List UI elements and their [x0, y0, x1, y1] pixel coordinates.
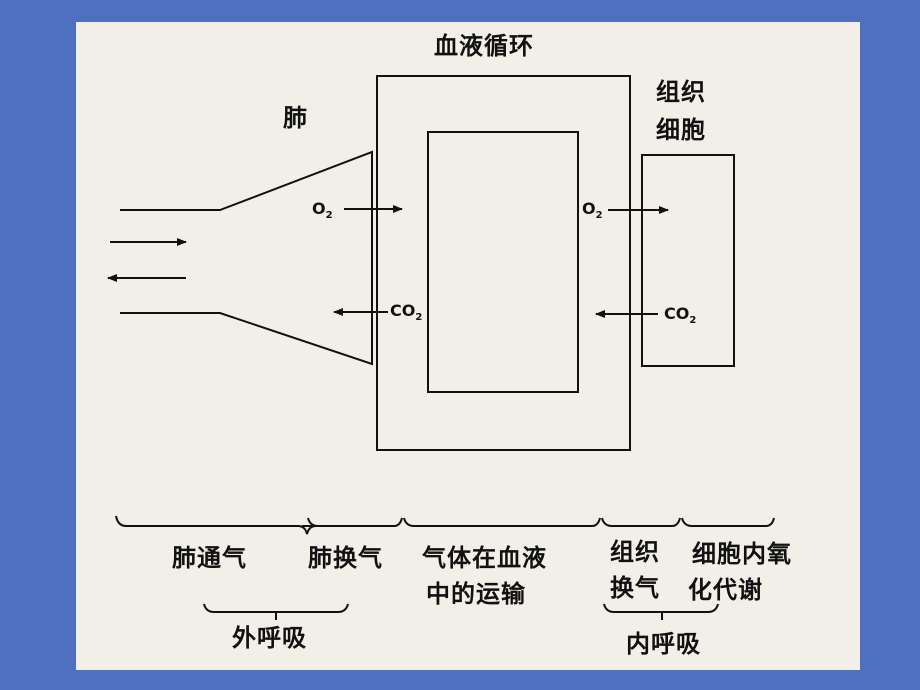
respiration-diagram	[107, 75, 775, 620]
brace-lung-ventilation	[115, 515, 317, 535]
diagram-panel: 血液循环 肺 组织 细胞 O2 CO2 O2 CO2 肺通气 肺换气 气体在血液…	[76, 22, 860, 670]
brace-internal-respiration	[603, 603, 719, 613]
co2-label-lung: CO2	[390, 301, 423, 324]
co2-label-tissue: CO2	[664, 304, 697, 327]
o2-label-lung: O2	[312, 199, 333, 222]
tissue-cells-label-line2: 细胞	[656, 116, 706, 144]
brace-transport	[403, 517, 601, 527]
cell-metabolism-label-line2: 化代谢	[688, 576, 763, 604]
lung-funnel	[120, 150, 373, 366]
transport-label-line1: 气体在血液	[422, 544, 547, 572]
cell-metabolism-label-line1: 细胞内氧	[692, 540, 792, 568]
internal-respiration-label: 内呼吸	[626, 630, 701, 658]
tissue-cells-box	[641, 154, 735, 367]
lung-label: 肺	[283, 104, 308, 132]
o2-label-tissue: O2	[582, 199, 603, 222]
blood-circulation-outer-box	[376, 75, 631, 451]
tissue-exchange-label-line1: 组织	[610, 538, 660, 566]
tissue-exchange-label-line2: 换气	[610, 574, 660, 602]
blood-circulation-label: 血液循环	[434, 32, 534, 60]
brace-tissue-exchange	[601, 517, 681, 527]
tissue-cells-label-line1: 组织	[656, 78, 706, 106]
brace-lung-exchange	[307, 517, 403, 527]
brace-cell-metabolism	[681, 517, 775, 527]
lung-ventilation-label: 肺通气	[172, 544, 247, 572]
blood-inner-box	[427, 131, 579, 393]
transport-label-line2: 中的运输	[426, 580, 526, 608]
lung-gas-exchange-label: 肺换气	[308, 544, 383, 572]
brace-external-respiration	[203, 603, 349, 613]
external-respiration-label: 外呼吸	[232, 624, 307, 652]
